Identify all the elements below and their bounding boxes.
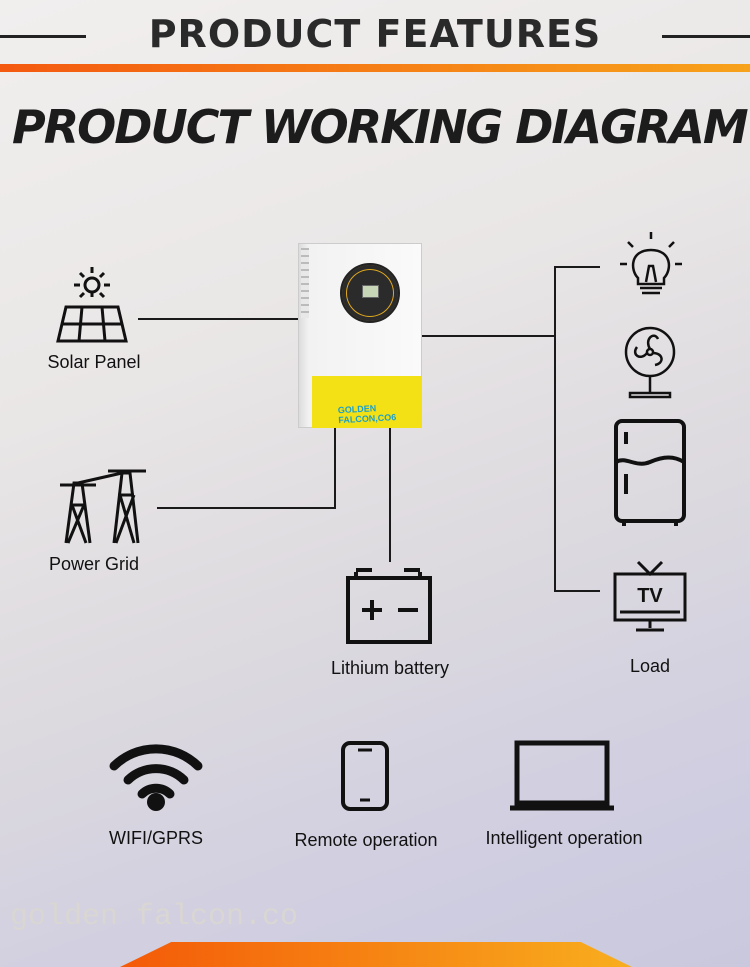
section-title: PRODUCT WORKING DIAGRAM <box>12 100 749 154</box>
solar-label: Solar Panel <box>47 352 141 372</box>
battery-icon <box>346 568 432 644</box>
accent-bar <box>0 64 750 72</box>
load-line-v <box>554 266 556 592</box>
footer-accent <box>120 942 632 967</box>
phone-icon <box>341 741 389 811</box>
light-bulb-icon <box>620 232 682 295</box>
grid-line-h <box>157 507 336 509</box>
inverter-image: GOLDEN FALCON,CO6 <box>298 243 422 428</box>
header-line-right <box>662 35 750 38</box>
solar-panel-icon <box>56 267 128 343</box>
grid-label: Power Grid <box>48 554 140 574</box>
refrigerator-icon <box>614 419 686 526</box>
load-line-h <box>420 335 556 337</box>
tv-icon: TV <box>613 560 687 632</box>
battery-line <box>389 410 391 562</box>
grid-line-v <box>334 420 336 509</box>
laptop-icon <box>510 740 614 811</box>
load-line-bottom <box>554 590 600 592</box>
feature-label-intelligent: Intelligent operation <box>485 828 643 848</box>
header-line-left <box>0 35 86 38</box>
battery-label: Lithium battery <box>330 658 450 678</box>
feature-label-wifi: WIFI/GPRS <box>109 828 203 848</box>
feature-label-remote: Remote operation <box>294 830 438 850</box>
header-title: PRODUCT FEATURES <box>148 12 602 56</box>
load-label: Load <box>629 656 671 676</box>
power-grid-icon <box>60 469 146 544</box>
fan-icon <box>624 326 676 399</box>
tv-text: TV <box>637 585 663 607</box>
load-line-top <box>554 266 600 268</box>
solar-line <box>138 318 300 320</box>
watermark: golden falcon.co <box>10 900 299 934</box>
wifi-icon <box>109 744 203 811</box>
